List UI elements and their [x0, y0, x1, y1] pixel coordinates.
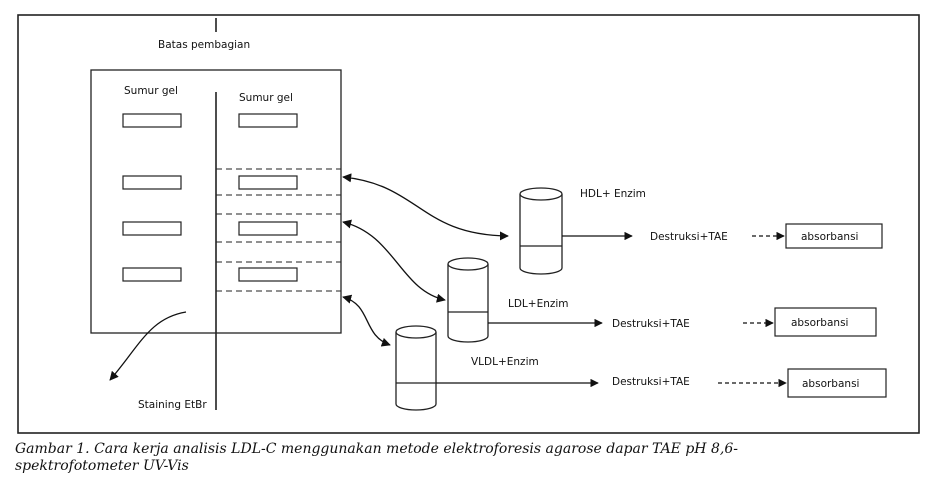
- hdl-step-label: Destruksi+TAE: [650, 231, 728, 243]
- gel-well-right: [238, 221, 298, 236]
- ldl-transfer-arrow: [342, 219, 446, 303]
- divider-label: Batas pembagian: [158, 39, 250, 51]
- figure-caption-line2: spektrofotometer UV-Vis: [15, 458, 189, 474]
- ldl-result-label: absorbansi: [791, 317, 848, 329]
- ldl-tube-icon: [447, 257, 489, 343]
- figure-caption: Gambar 1. Cara kerja analisis LDL-C meng…: [15, 441, 930, 475]
- gel-well-right: [238, 113, 298, 128]
- ldl-step-label: Destruksi+TAE: [612, 318, 690, 330]
- figure-frame: [17, 14, 920, 434]
- ldl-result-box: [774, 307, 877, 337]
- vldl-result-box: [787, 368, 887, 398]
- hdl-result-label: absorbansi: [801, 231, 858, 243]
- staining-arrow: [109, 311, 187, 381]
- vldl-tube-icon: [395, 325, 437, 411]
- gel-well-left: [122, 113, 182, 128]
- vldl-transfer-arrow: [342, 294, 391, 347]
- hdl-tube-icon: [519, 187, 563, 275]
- gel-well-left: [122, 175, 182, 190]
- well-right-label: Sumur gel: [239, 92, 293, 104]
- vldl-result-label: absorbansi: [802, 378, 859, 390]
- hdl-tube-label: HDL+ Enzim: [580, 188, 646, 200]
- staining-label: Staining EtBr: [138, 399, 207, 411]
- gel-well-right: [238, 267, 298, 282]
- well-left-label: Sumur gel: [124, 85, 178, 97]
- gel-well-right: [238, 175, 298, 190]
- hdl-transfer-arrow: [342, 173, 509, 241]
- gel-well-left: [122, 267, 182, 282]
- vldl-tube-label: VLDL+Enzim: [471, 356, 539, 368]
- band-cut-lines: [216, 168, 341, 292]
- vldl-step-label: Destruksi+TAE: [612, 376, 690, 388]
- figure-caption-line1: Gambar 1. Cara kerja analisis LDL-C meng…: [15, 441, 738, 457]
- gel-well-left: [122, 221, 182, 236]
- ldl-tube-label: LDL+Enzim: [508, 298, 569, 310]
- hdl-result-box: [785, 223, 883, 249]
